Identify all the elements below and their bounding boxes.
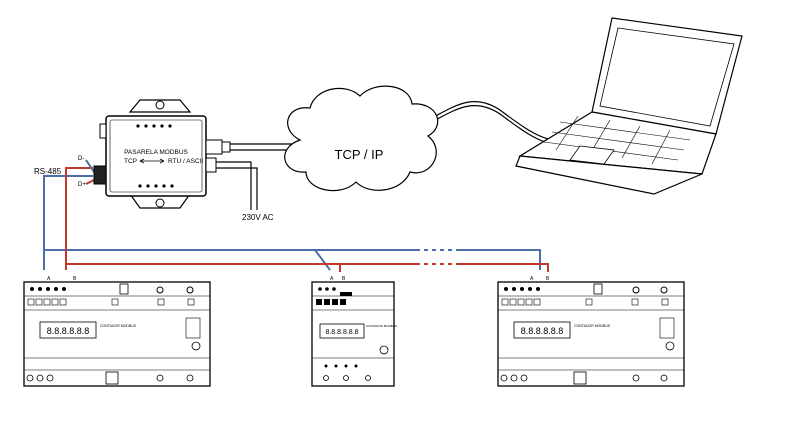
meter-2-display (319, 323, 365, 339)
gateway-power-port (205, 157, 217, 173)
power-label: 230V AC (242, 213, 274, 222)
tcp-ip-cloud: TCP / IP (284, 85, 439, 192)
energy-meter-1: A B 8.8.8.8.8.8 CONTADOR MODBUS (23, 276, 211, 387)
meter-2-display-value: 8.8.8.8.8.8 (325, 329, 358, 336)
laptop-computer (515, 17, 743, 195)
gateway-ethernet-port (205, 139, 223, 155)
gateway-rs485-stub (85, 159, 95, 173)
gateway-subtitle-right: RTU / ASCII (168, 158, 203, 165)
gateway-rs485-terminal (93, 165, 107, 185)
laptop-trackpad (569, 145, 615, 165)
meter-2-terminal-b: B (342, 276, 346, 282)
meter-3-display (513, 321, 571, 339)
meter-3-terminal-b: B (546, 276, 550, 282)
meter-3-model: CONTADOR MODBUS (574, 324, 611, 328)
polarity-neg-label: D- (78, 156, 84, 162)
meter-1-display (39, 321, 97, 339)
meter-2-terminal-a: A (330, 276, 334, 282)
meter-1-terminal-a: A (47, 276, 51, 282)
meter-3-terminal-a: A (530, 276, 534, 282)
energy-meter-3: A B 8.8.8.8.8.8 CONTADOR MODBUS (497, 276, 685, 387)
meter-1-terminal-b: B (73, 276, 77, 282)
energy-meter-2: A B 8.8.8.8.8.8 CONTADOR MODBUS (311, 276, 397, 387)
gateway-subtitle-left: TCP (124, 158, 137, 165)
network-label: TCP / IP (335, 147, 384, 162)
bus-dashed-segment (420, 248, 460, 266)
modbus-gateway: PASARELA MODBUS TCP RTU / ASCII (93, 99, 231, 209)
meter-1-display-value: 8.8.8.8.8.8 (47, 326, 90, 336)
meter-3-display-value: 8.8.8.8.8.8 (521, 326, 564, 336)
rs485-bus-wiring (43, 159, 549, 272)
meter-1-model: CONTADOR MODBUS (100, 324, 137, 328)
tcp-cable-gateway (230, 143, 292, 151)
bus-line-b (65, 167, 549, 272)
gateway-rs485-stub-b (85, 179, 95, 185)
tcp-cable-laptop (419, 100, 557, 145)
bus-line-a (43, 175, 541, 271)
gateway-title: PASARELA MODBUS (124, 149, 188, 156)
meter-2-model: CONTADOR MODBUS (366, 324, 397, 328)
rs485-label: RS-485 (34, 167, 62, 176)
power-cable (206, 161, 258, 210)
gateway-body (105, 115, 207, 197)
polarity-pos-label: D+ (78, 182, 86, 188)
